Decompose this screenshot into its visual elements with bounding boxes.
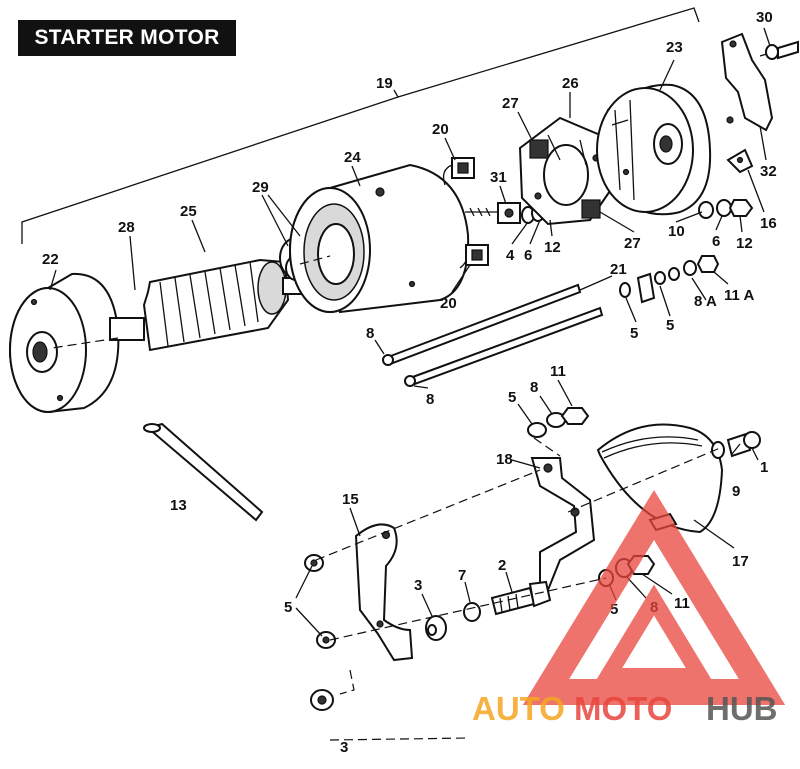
bracket-15 — [354, 523, 414, 662]
callout-10: 10 — [668, 223, 685, 240]
armature — [109, 258, 302, 352]
callout-13: 13 — [170, 497, 187, 514]
mount-clip — [726, 148, 754, 174]
callout-labels: 22 28 25 29 24 19 20 20 31 4 6 12 27 26 … — [42, 9, 777, 756]
callout-30: 30 — [756, 9, 773, 26]
drive-end-cover — [9, 272, 120, 413]
through-bolts — [382, 283, 604, 387]
brush-plate — [518, 116, 614, 226]
callout-3-b: 3 — [340, 739, 348, 756]
callout-26: 26 — [562, 75, 579, 92]
lower-spacer — [425, 615, 447, 641]
callout-1: 1 — [760, 459, 768, 476]
callout-28: 28 — [118, 219, 135, 236]
diagram-title: STARTER MOTOR — [18, 20, 236, 56]
assembly-line-e — [329, 577, 607, 641]
bracket-18 — [530, 457, 596, 592]
callout-17: 17 — [732, 553, 749, 570]
mid-washers — [527, 407, 590, 438]
mount-bracket-upper — [720, 32, 799, 132]
assembly-line-a — [51, 337, 119, 349]
terminal-stud — [465, 202, 521, 224]
callout-12-a: 12 — [544, 239, 561, 256]
callout-8-a: 8 — [366, 325, 374, 342]
watermark-text-2: MOTO — [574, 690, 672, 727]
assembly-line-f — [339, 669, 355, 695]
callout-5-a: 5 — [630, 325, 638, 342]
callout-15: 15 — [342, 491, 359, 508]
callout-2: 2 — [498, 557, 506, 574]
callout-22: 22 — [42, 251, 59, 268]
callout-8-c: 8 — [530, 379, 538, 396]
callout-4: 4 — [506, 247, 515, 264]
callout-25: 25 — [180, 203, 197, 220]
callout-19: 19 — [376, 75, 393, 92]
lower-washers-left — [304, 554, 336, 711]
callout-11-b: 11 — [674, 595, 690, 612]
callout-11-a: 11 — [550, 363, 566, 380]
callout-6-b: 6 — [712, 233, 720, 250]
assembly-line-c — [315, 469, 541, 561]
callout-8a: 8 A — [694, 293, 717, 310]
end-nuts — [698, 199, 754, 219]
callout-16: 16 — [760, 215, 777, 232]
callout-8-b: 8 — [426, 391, 434, 408]
callout-5-d: 5 — [284, 599, 292, 616]
callout-12-b: 12 — [736, 235, 753, 252]
callout-9: 9 — [732, 483, 740, 500]
bracket-19-tip — [393, 89, 399, 98]
callout-11a: 11 A — [724, 287, 754, 304]
callout-21: 21 — [610, 261, 627, 278]
callout-20-upper: 20 — [432, 121, 449, 138]
watermark-text-1: AUTO — [472, 690, 565, 727]
callout-27-lower: 27 — [624, 235, 641, 252]
callout-32: 32 — [760, 163, 777, 180]
field-brush-lower — [459, 244, 489, 269]
callout-18: 18 — [496, 451, 513, 468]
assembly-line-g — [329, 737, 471, 741]
commutator-end-cover — [596, 83, 712, 216]
callout-24: 24 — [344, 149, 361, 166]
watermark-wordmark: AUTO MOTO HUB — [472, 690, 778, 727]
field-brush-upper — [442, 157, 475, 186]
callout-20-lower: 20 — [440, 295, 457, 312]
shield-screw — [711, 431, 761, 459]
lower-bolt — [463, 580, 552, 622]
callout-27-upper: 27 — [502, 95, 519, 112]
watermark-text-3: HUB — [706, 690, 778, 727]
assembly-line-b — [299, 255, 331, 265]
strap-13 — [143, 422, 264, 522]
callout-31: 31 — [490, 169, 507, 186]
assembly-line-h — [533, 437, 561, 457]
leader-lines — [49, 27, 771, 637]
watermark-logo — [522, 490, 786, 705]
callout-23: 23 — [666, 39, 683, 56]
callout-29: 29 — [252, 179, 269, 196]
field-frame — [289, 163, 470, 314]
callout-5-c: 5 — [508, 389, 516, 406]
callout-6-a: 6 — [524, 247, 532, 264]
callout-5-b: 5 — [666, 317, 674, 334]
callout-7: 7 — [458, 567, 466, 584]
callout-5-e: 5 — [610, 601, 618, 618]
callout-3-a: 3 — [414, 577, 422, 594]
terminal-hardware — [619, 255, 720, 304]
